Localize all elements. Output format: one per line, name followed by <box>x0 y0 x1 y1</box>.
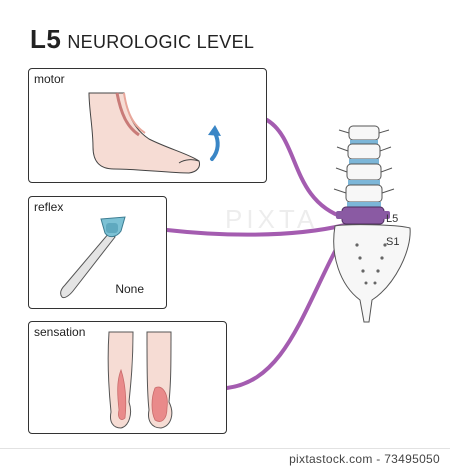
disc <box>347 202 381 207</box>
title-subtitle: NEUROLOGIC LEVEL <box>67 32 255 52</box>
spine-s1-label: S1 <box>386 236 399 248</box>
sensation-panel: sensation <box>28 321 227 434</box>
nerve-path-sensation <box>225 222 352 390</box>
vertebra <box>335 163 393 181</box>
reflex-panel: reflex None <box>28 196 167 309</box>
footer-credit: pixtastock.com - 73495050 <box>289 452 440 466</box>
sensation-label: sensation <box>34 325 86 339</box>
reflex-hammer-icon <box>60 216 126 299</box>
watermark: PIXTA <box>225 204 318 234</box>
spine-icon <box>333 125 411 323</box>
nerve-path-reflex <box>165 223 347 237</box>
motor-label: motor <box>34 72 65 86</box>
disc <box>348 180 380 185</box>
vertebra <box>336 143 392 160</box>
sacrum <box>333 224 411 323</box>
page-title: L5 NEUROLOGIC LEVEL <box>30 24 254 55</box>
vertebra <box>338 125 390 141</box>
title-level: L5 <box>30 24 62 54</box>
reflex-value: None <box>115 282 144 296</box>
foot-dorsiflexion-icon <box>88 92 221 174</box>
nerve-path-motor <box>265 118 347 220</box>
vertebra-l5-highlight <box>336 206 390 225</box>
spine-l5-label: L5 <box>386 213 398 225</box>
vertebra <box>333 184 395 203</box>
disc <box>349 159 379 164</box>
footer-credit-bar: pixtastock.com - 73495050 <box>0 448 450 470</box>
disc <box>350 140 378 144</box>
motor-panel: motor <box>28 68 267 183</box>
legs-icon <box>107 331 173 429</box>
up-arrow-icon <box>208 125 221 161</box>
reflex-label: reflex <box>34 200 64 214</box>
